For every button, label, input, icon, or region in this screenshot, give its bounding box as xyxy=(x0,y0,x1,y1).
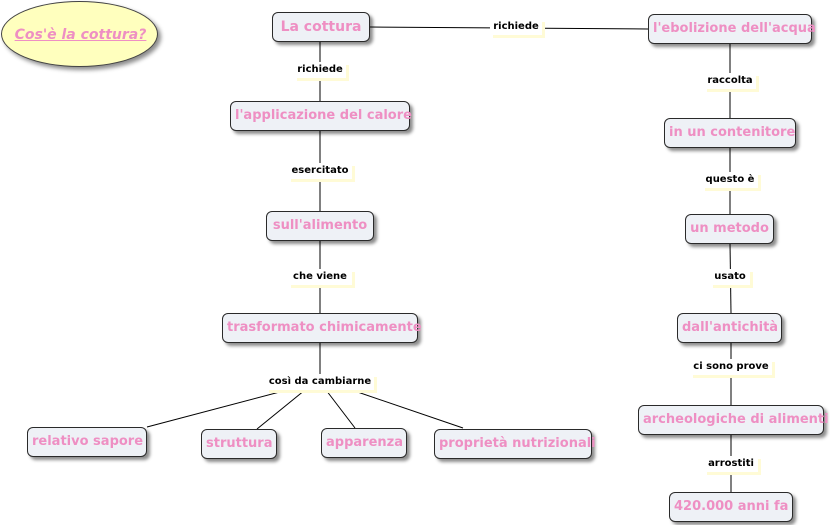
node-sull-alimento[interactable]: sull'alimento xyxy=(266,211,374,241)
diagram-title: Cos'è la cottura? xyxy=(14,27,147,43)
node-la-cottura[interactable]: La cottura xyxy=(272,12,370,42)
link-label-ci-sono-prove: ci sono prove xyxy=(690,359,772,375)
link-label-richiede-down: richiede xyxy=(294,62,346,78)
title-bubble: Cos'è la cottura? xyxy=(1,1,158,67)
link-label-usato: usato xyxy=(710,269,750,285)
link-label-che-viene: che viene xyxy=(288,269,352,285)
link-cosi-apparenza xyxy=(325,389,356,429)
node-420000-anni-fa[interactable]: 420.000 anni fa xyxy=(669,492,793,522)
node-apparenza[interactable]: apparenza xyxy=(321,428,407,458)
node-ebolizione-acqua[interactable]: l'ebolizione dell'acqua xyxy=(648,14,816,44)
link-label-raccolta: raccolta xyxy=(704,73,756,89)
node-in-un-contenitore[interactable]: in un contenitore xyxy=(664,118,796,148)
link-cosi-struttura xyxy=(256,389,306,430)
link-label-esercitato: esercitato xyxy=(288,163,352,179)
node-un-metodo[interactable]: un metodo xyxy=(685,214,774,244)
link-cosi-proprieta xyxy=(339,385,464,429)
link-label-arrostiti: arrostiti xyxy=(704,456,758,472)
node-dall-antichita[interactable]: dall'antichità xyxy=(677,313,782,343)
node-proprieta-nutrizionali[interactable]: proprietà nutrizionali xyxy=(434,429,596,459)
link-cosi-sapore xyxy=(146,383,311,428)
node-struttura[interactable]: struttura xyxy=(201,429,277,459)
link-label-richiede-right: richiede xyxy=(490,19,542,35)
link-label-questo-e: questo è xyxy=(702,172,758,188)
node-relativo-sapore[interactable]: relativo sapore xyxy=(27,427,147,457)
node-applicazione-calore[interactable]: l'applicazione del calore xyxy=(230,101,412,131)
node-trasformato-chimicamente[interactable]: trasformato chimicamente xyxy=(222,313,422,343)
node-archeologiche-alimenti[interactable]: archeologiche di alimenti xyxy=(638,405,829,435)
link-label-cosi-da-cambiarne: così da cambiarne xyxy=(266,374,374,390)
